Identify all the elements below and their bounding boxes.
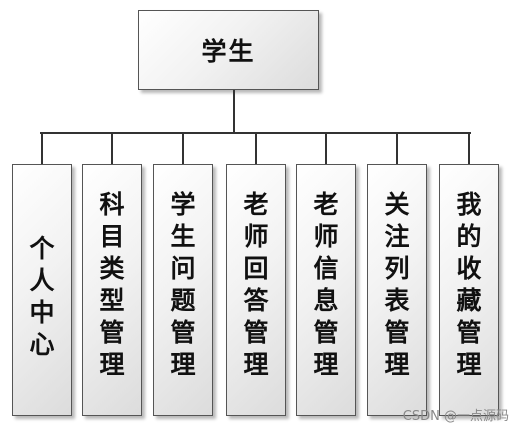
child-connector xyxy=(41,132,43,165)
child-node-label: 学生问题管理 xyxy=(170,190,196,379)
child-node-label: 科目类型管理 xyxy=(99,190,125,379)
child-connector xyxy=(325,132,327,165)
child-node: 个人中心 xyxy=(12,164,72,416)
root-node-label: 学生 xyxy=(201,37,256,66)
child-connector xyxy=(111,132,113,165)
child-node: 关注列表管理 xyxy=(367,164,427,416)
child-node: 科目类型管理 xyxy=(82,164,142,416)
child-connector xyxy=(255,132,257,165)
child-node-label: 关注列表管理 xyxy=(384,190,410,379)
root-node: 学生 xyxy=(138,10,319,90)
child-node-label: 个人中心 xyxy=(29,234,55,359)
root-connector xyxy=(233,90,235,133)
child-node: 学生问题管理 xyxy=(153,164,213,416)
child-connector xyxy=(468,132,470,165)
child-node-label: 老师回答管理 xyxy=(243,190,269,379)
child-node: 老师信息管理 xyxy=(296,164,356,416)
child-node: 我的收藏管理 xyxy=(439,164,499,416)
child-node-label: 我的收藏管理 xyxy=(456,190,482,379)
child-connector xyxy=(396,132,398,165)
child-connector xyxy=(182,132,184,165)
child-node: 老师回答管理 xyxy=(226,164,286,416)
child-node-label: 老师信息管理 xyxy=(313,190,339,379)
watermark: CSDN @一点源码 xyxy=(402,409,509,424)
